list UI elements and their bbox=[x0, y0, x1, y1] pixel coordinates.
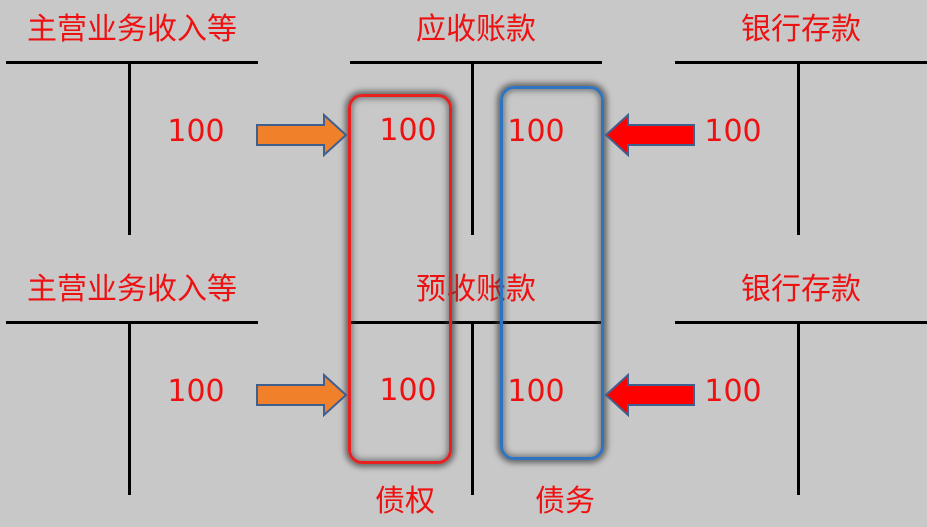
t-account-vline-top-left bbox=[128, 61, 131, 235]
t-account-title-bottom-center: 预收账款 bbox=[416, 272, 536, 307]
amount-bottom-right-debit: 100 bbox=[704, 374, 762, 409]
red-arrow-bottom-icon bbox=[604, 372, 695, 418]
orange-arrow-bottom-icon bbox=[256, 372, 348, 418]
t-account-vline-top-center bbox=[471, 61, 474, 235]
t-account-hline-bottom-right bbox=[675, 321, 927, 324]
debt-highlight-box bbox=[500, 86, 604, 460]
t-account-vline-bottom-center bbox=[471, 321, 474, 495]
amount-top-left-credit: 100 bbox=[167, 114, 225, 149]
red-arrow-top-icon bbox=[604, 112, 695, 158]
amount-top-center-credit: 100 bbox=[507, 114, 565, 149]
t-account-vline-bottom-left bbox=[128, 321, 131, 495]
t-account-title-bottom-right: 银行存款 bbox=[741, 272, 861, 307]
t-account-title-bottom-left: 主营业务收入等 bbox=[27, 272, 237, 307]
creditor-right-highlight-box bbox=[348, 94, 452, 464]
t-account-hline-top-right bbox=[675, 61, 927, 64]
t-account-hline-bottom-left bbox=[6, 321, 258, 324]
debt-label: 债务 bbox=[535, 484, 595, 519]
t-account-hline-bottom-center bbox=[350, 321, 602, 324]
amount-bottom-center-debit: 100 bbox=[379, 373, 437, 408]
creditor-right-label: 债权 bbox=[375, 484, 435, 519]
amount-bottom-center-credit: 100 bbox=[507, 374, 565, 409]
t-account-vline-bottom-right bbox=[797, 321, 800, 495]
t-account-hline-top-center bbox=[350, 61, 602, 64]
amount-top-right-debit: 100 bbox=[704, 114, 762, 149]
amount-top-center-debit: 100 bbox=[379, 113, 437, 148]
amount-bottom-left-credit: 100 bbox=[167, 374, 225, 409]
t-account-vline-top-right bbox=[797, 61, 800, 235]
t-account-title-top-center: 应收账款 bbox=[416, 12, 536, 47]
t-account-title-top-right: 银行存款 bbox=[741, 12, 861, 47]
t-account-title-top-left: 主营业务收入等 bbox=[27, 12, 237, 47]
t-account-hline-top-left bbox=[6, 61, 258, 64]
orange-arrow-top-icon bbox=[256, 112, 348, 158]
